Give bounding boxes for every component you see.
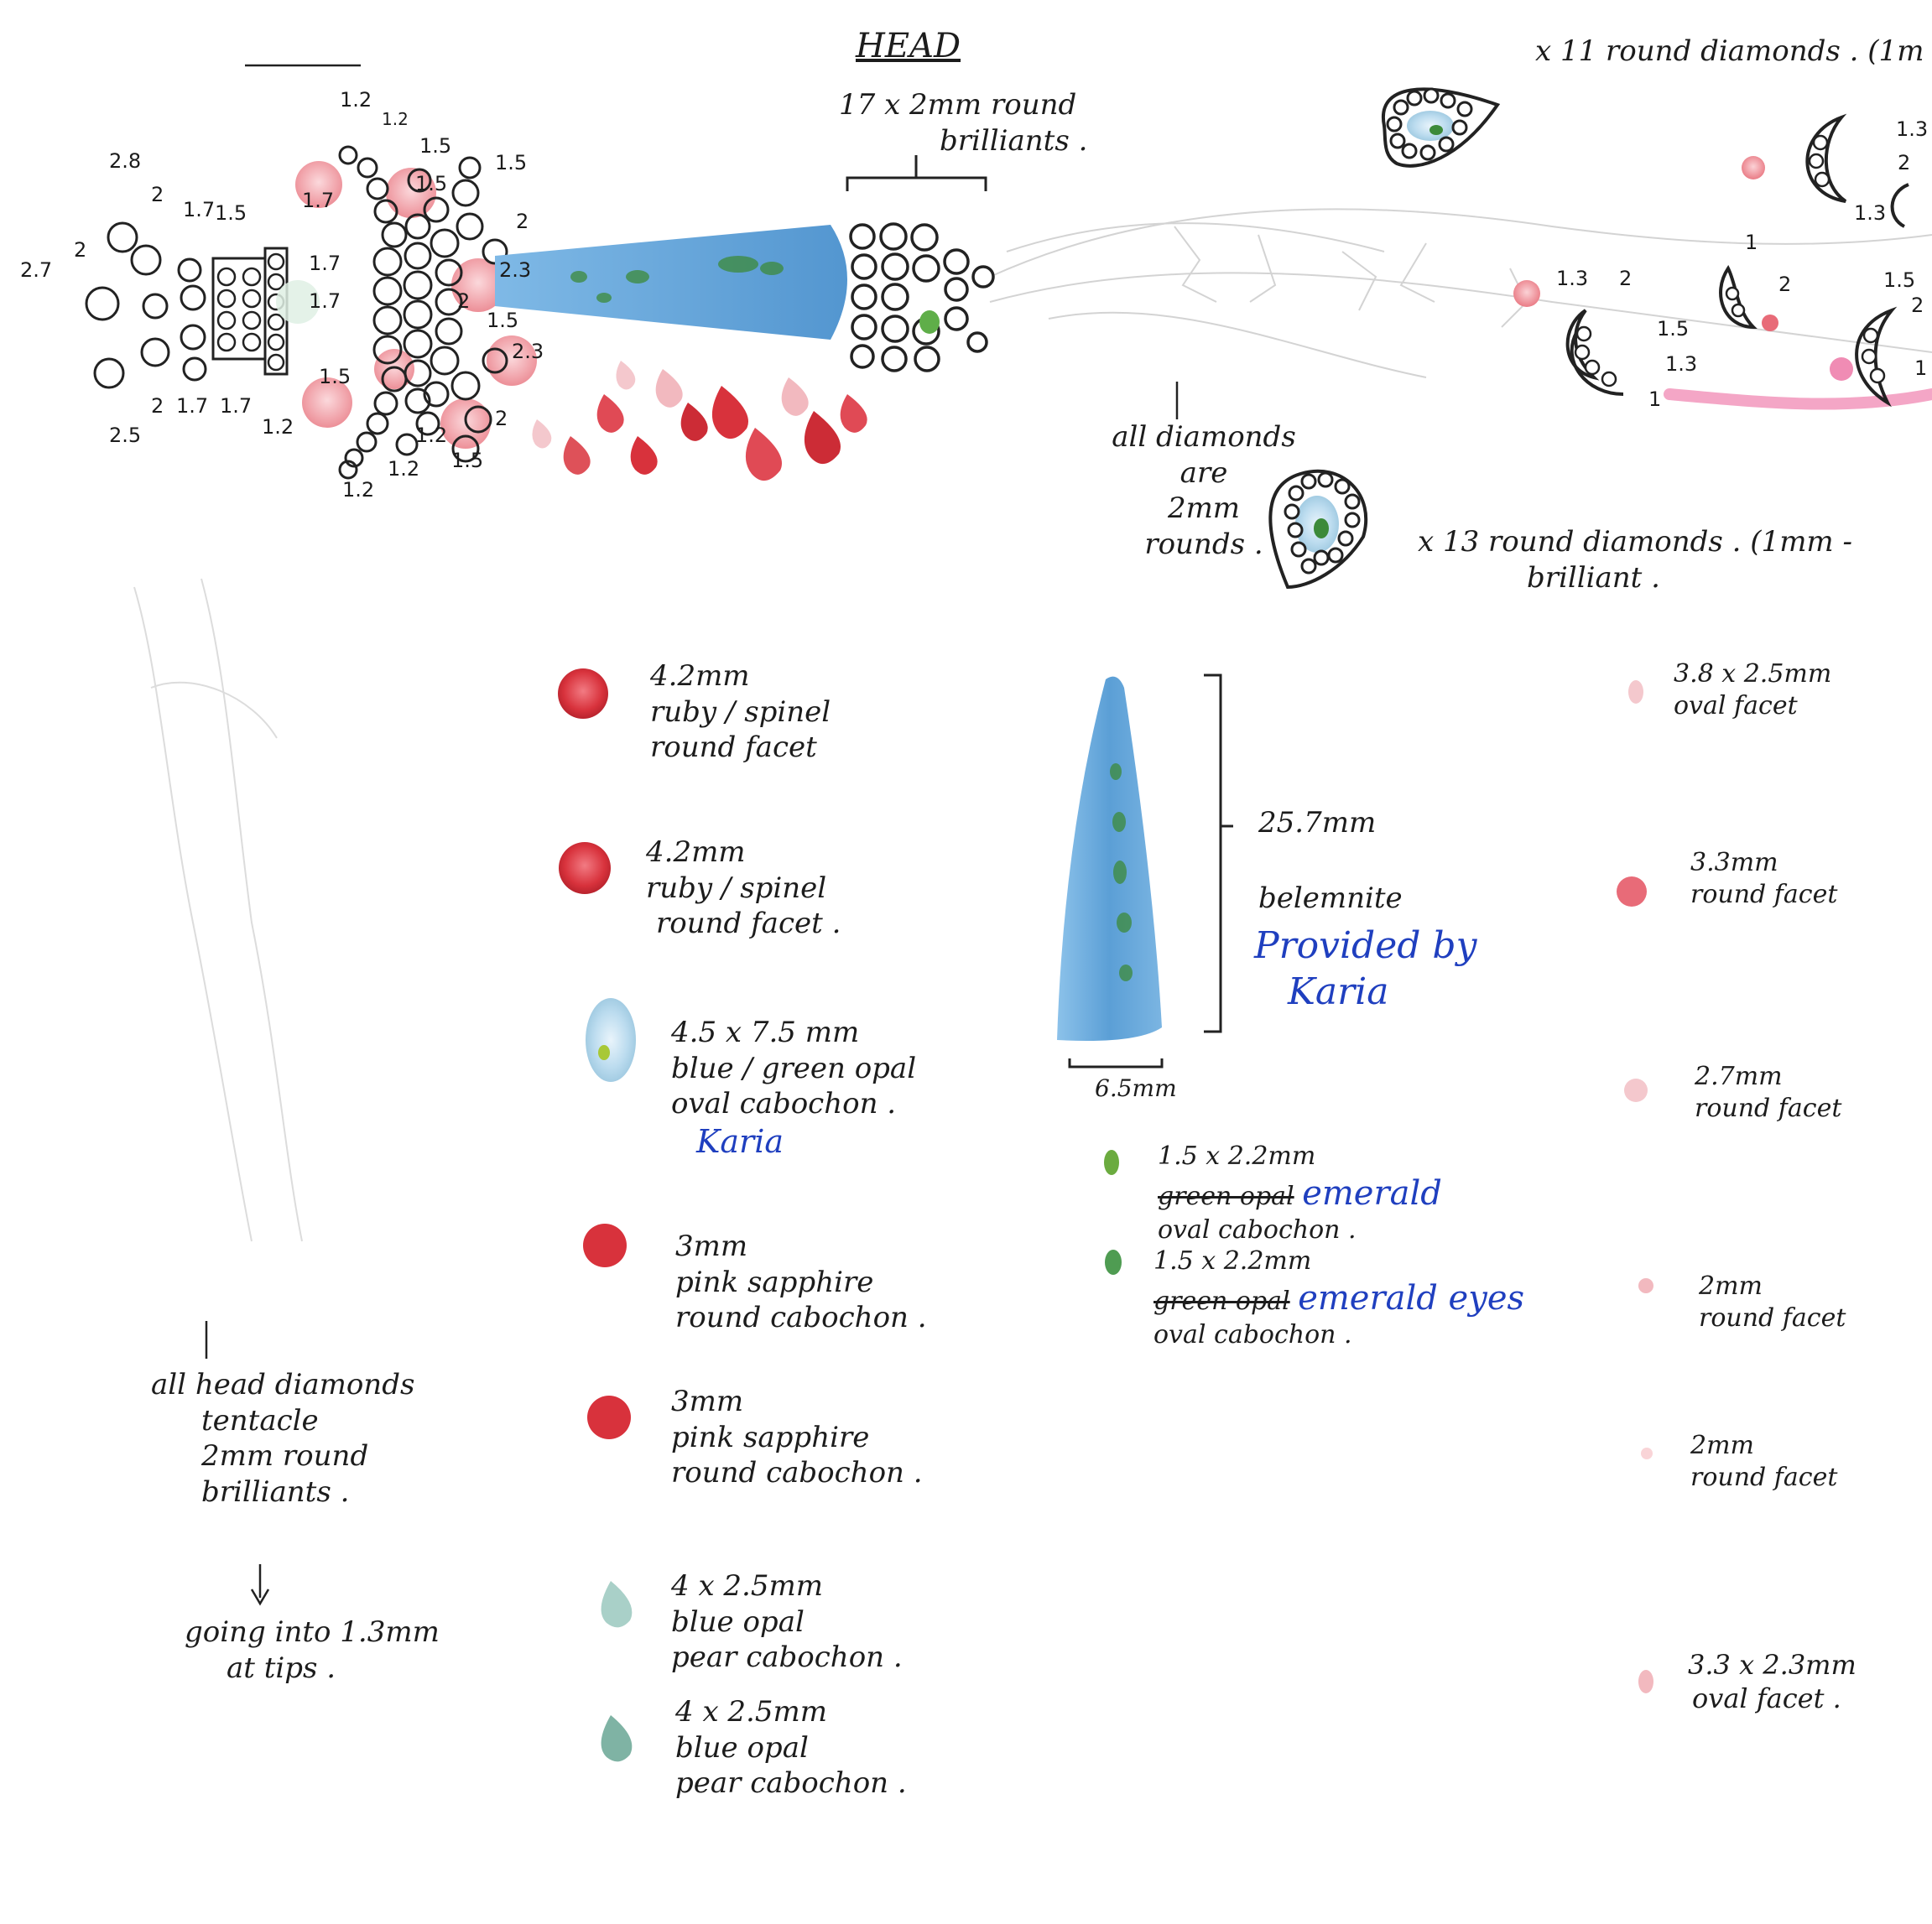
size-label: 1.5 (215, 201, 247, 225)
legend-swatches (558, 668, 636, 1762)
size-label: 2.3 (499, 258, 532, 282)
size-label: 1.5 (419, 134, 452, 158)
eye-emerald (919, 310, 940, 334)
stone-legend-5: 3mm pink sapphire round cabochon . (671, 1385, 923, 1490)
crescent-settings (1565, 113, 1909, 408)
right-legend-5: 2mm round facet (1690, 1431, 1838, 1492)
size-label: 1.7 (302, 189, 335, 212)
size-label: 1 (1648, 387, 1662, 411)
size-label: 1 (1745, 231, 1758, 254)
size-label: 2 (516, 210, 529, 233)
size-label: 1.5 (451, 449, 484, 472)
size-label: 2 (1619, 267, 1633, 290)
stone-legend-6: 4 x 2.5mm blue opal pear cabochon . (671, 1569, 903, 1674)
belemnite-length: 25.7mm (1258, 806, 1377, 840)
size-label: 1 (1914, 356, 1928, 380)
size-label: 1.5 (319, 365, 352, 388)
size-label: 1.3 (1896, 117, 1929, 141)
emerald-legend-1: 1.5 x 2.2mm green opal emerald oval cabo… (1158, 1141, 1442, 1245)
stone-legend-1: 4.2mm ruby / spinel round facet (650, 659, 831, 764)
pear-setting-bottom (1268, 469, 1368, 590)
size-label: 1.2 (342, 478, 375, 502)
size-label: 1.2 (382, 109, 409, 129)
all-diamonds-note: all diamonds are 2mm rounds . (1112, 420, 1296, 561)
tentacle-sketch (989, 208, 1932, 378)
hanging-drops (532, 361, 867, 481)
size-label: 2 (151, 183, 164, 206)
size-label: 2 (1898, 151, 1911, 174)
x13-note: x 13 round diamonds . (1mm - brilliant . (1418, 525, 1852, 595)
size-label: 1.7 (309, 289, 341, 313)
stone-legend-4: 3mm pink sapphire round cabochon . (675, 1230, 927, 1334)
size-label: 1.5 (487, 309, 519, 332)
size-label: 1.2 (415, 424, 448, 447)
stone-legend-3: 4.5 x 7.5 mm blue / green opal oval cabo… (671, 1016, 917, 1160)
size-label: 1.3 (1665, 352, 1698, 376)
right-legend-6: 3.3 x 2.3mm oval facet . (1688, 1649, 1856, 1714)
size-label: 1.2 (388, 457, 420, 481)
size-label: 1.3 (1854, 201, 1887, 225)
right-swatches (1617, 680, 1653, 1693)
size-label: 2 (151, 394, 164, 418)
size-label: 2.3 (512, 340, 544, 363)
right-legend-2: 3.3mm round facet (1690, 848, 1838, 909)
size-label: 2 (1778, 273, 1792, 296)
size-label: 2 (457, 289, 471, 313)
belemnite-width: 6.5mm (1095, 1074, 1177, 1102)
pear-setting-top (1381, 87, 1501, 168)
size-label: 1.7 (309, 252, 341, 275)
belemnite-name: belemnite (1258, 881, 1403, 915)
size-label: 1.3 (1556, 267, 1589, 290)
size-label: 1.2 (262, 415, 294, 439)
size-label: 1.7 (176, 394, 209, 418)
right-legend-3: 2.7mm round facet (1695, 1062, 1842, 1123)
size-label: 2 (74, 238, 87, 262)
right-legend-4: 2mm round facet (1699, 1271, 1846, 1333)
size-label: 2.7 (20, 258, 53, 282)
top-right-note: x 11 round diamonds . (1m (1535, 34, 1924, 68)
belemnite-body (495, 225, 847, 340)
size-label: 2 (1911, 294, 1924, 317)
arrow-note: going into 1.3mm at tips . (185, 1615, 440, 1685)
head-diamonds-note: all head diamonds tentacle 2mm round bri… (151, 1368, 415, 1509)
size-label: 1.5 (495, 151, 528, 174)
size-label: 1.2 (340, 88, 372, 112)
size-label: 1.7 (183, 198, 216, 221)
size-label: 1.5 (1883, 268, 1916, 292)
stone-legend-7: 4 x 2.5mm blue opal pear cabochon . (675, 1695, 907, 1800)
cluster-diamonds (85, 221, 207, 389)
belemnite-legend (1057, 676, 1162, 1041)
faint-ring-sketch (133, 578, 303, 1242)
provided-by: Provided by Karia (1254, 924, 1477, 1013)
head-note: 17 x 2mm round brilliants . (839, 88, 1088, 158)
size-label: 2 (495, 407, 508, 430)
emerald-legend-2: 1.5 x 2.2mm green opal emerald eyes oval… (1153, 1246, 1525, 1349)
size-label: 1.7 (220, 394, 253, 418)
size-label: 2.5 (109, 424, 142, 447)
size-label: 2.8 (109, 149, 142, 173)
size-label: 1.5 (415, 172, 448, 195)
stone-legend-2: 4.2mm ruby / spinel round facet . (646, 835, 841, 940)
right-legend-1: 3.8 x 2.5mm oval facet (1674, 659, 1832, 720)
pink-tentacle (1664, 388, 1932, 410)
size-label: 1.5 (1657, 317, 1690, 341)
head-title: HEAD (856, 27, 961, 65)
